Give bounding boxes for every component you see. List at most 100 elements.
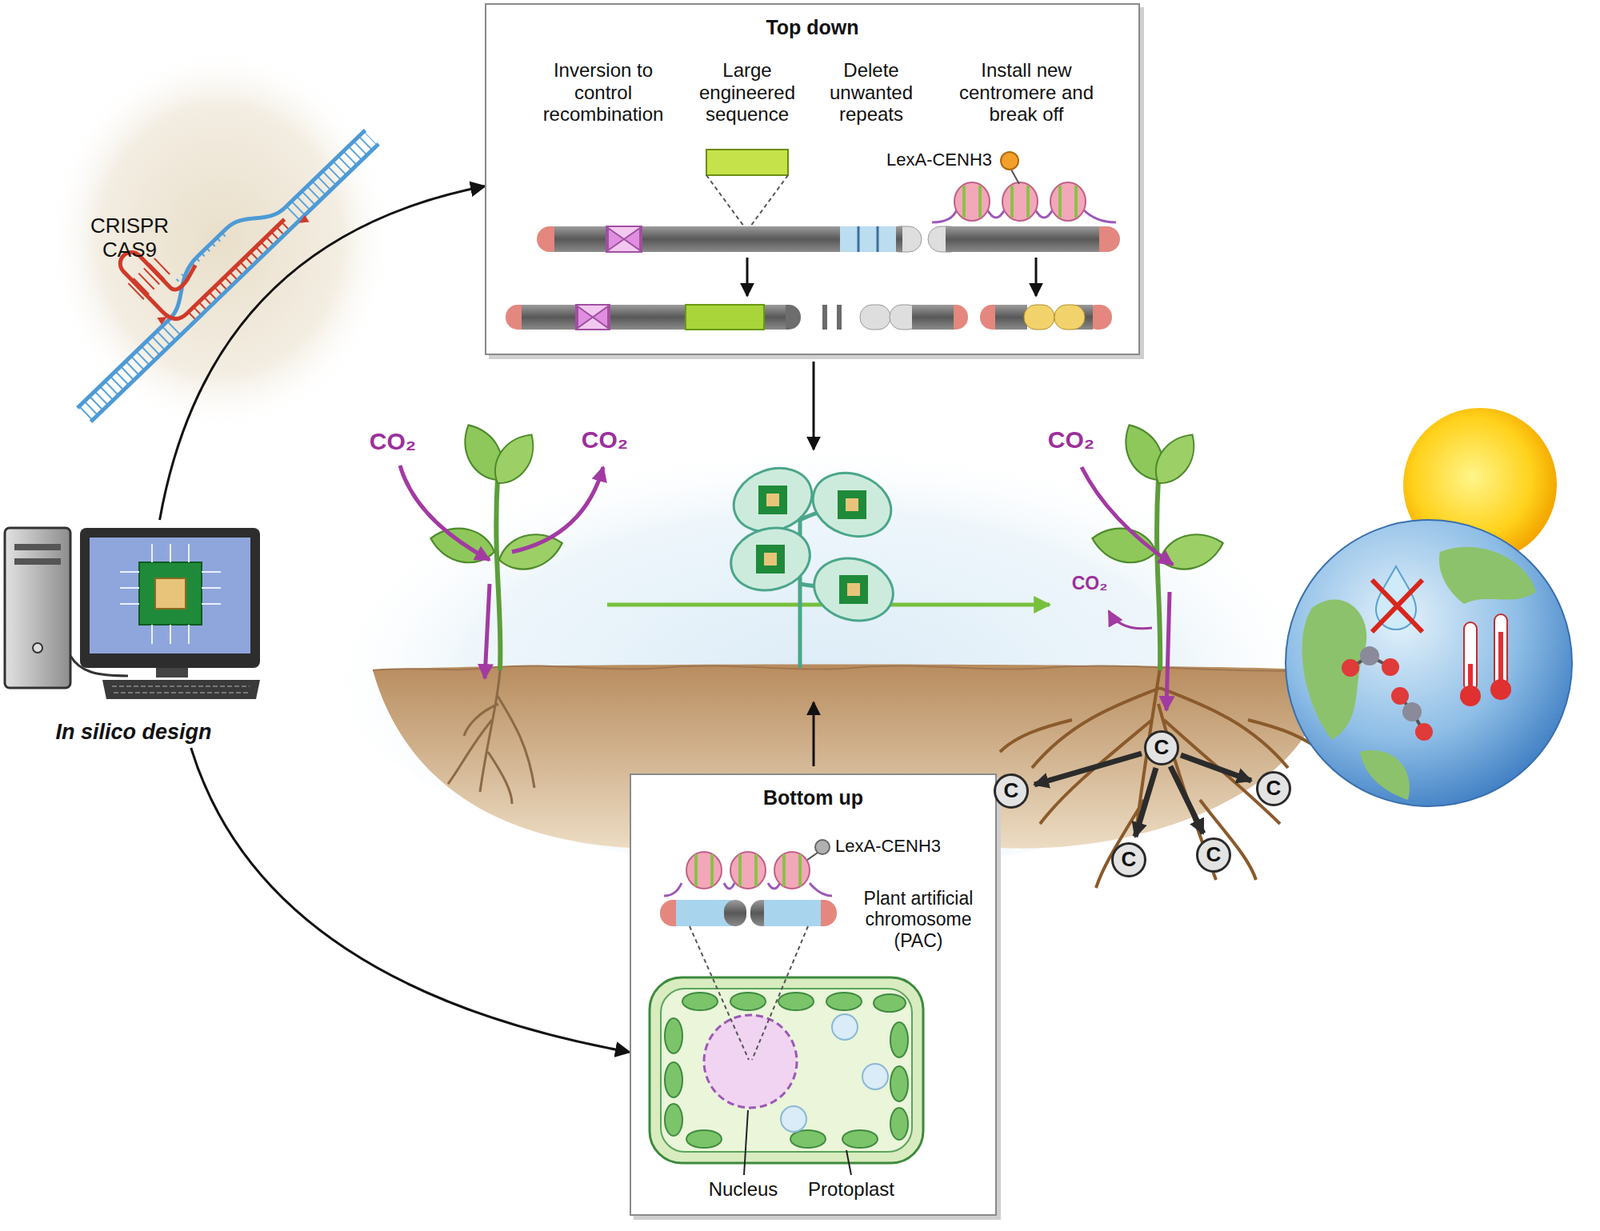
computer-icon-part (102, 680, 260, 700)
plant-left-part (484, 584, 490, 679)
tool-label: CRISPR CAS9 (77, 214, 182, 263)
computer-icon-part (156, 668, 188, 678)
sun-globe-part (1360, 750, 1410, 800)
carbon-circle: C (1144, 730, 1180, 766)
pac-cell-part (815, 840, 830, 855)
chromosome-edits-part (1011, 169, 1020, 184)
computer-icon-part (4, 528, 71, 688)
pac-cell-part-part (682, 992, 718, 1011)
flow-arrows (607, 361, 1050, 767)
pac-cell-part-part (664, 1104, 683, 1136)
pac-cell-part (730, 852, 766, 889)
step-label: Install new centromere and break off (942, 59, 1111, 126)
plant-right-part (1108, 611, 1152, 629)
chromosome-edits-part (964, 185, 1076, 218)
sun-globe-part (1460, 685, 1481, 707)
plant-right-part (1034, 753, 1142, 785)
crispr-dna-part-part (132, 265, 163, 295)
plant-left (400, 417, 604, 804)
plant-right-part (1135, 768, 1156, 837)
gas-label: CO₂ (1048, 426, 1095, 455)
pac-cell-part-part (873, 994, 906, 1012)
computer-icon-part (112, 686, 250, 693)
node-title: Bottom up (763, 786, 864, 810)
pac-cell-part-part (778, 992, 814, 1011)
pac-cell-part (804, 900, 837, 927)
plant-chip-part (837, 490, 867, 520)
plant-chip-part (766, 493, 780, 507)
plant-right-part (1156, 527, 1228, 576)
pac-cell-part-part (790, 1130, 826, 1148)
chromosome-edits-part (1024, 304, 1055, 330)
computer-icon-part (32, 643, 43, 653)
plant-right-part (1170, 766, 1204, 834)
pac-cell-part-part (664, 1018, 683, 1054)
chromosome-edits-part (836, 304, 842, 330)
panel-ground-part (484, 3, 1140, 356)
chromosome-edits-part (608, 228, 640, 251)
carbon-circle: C (1111, 842, 1147, 878)
carbon-letter: C (1154, 736, 1170, 760)
carbon-circle: C (1196, 837, 1232, 873)
pac-cell-part (696, 854, 800, 887)
plant-chip (724, 457, 900, 668)
computer-icon-part (14, 558, 61, 565)
chromosome-edits-part (1002, 182, 1038, 221)
pac-cell-part-part (890, 1022, 908, 1058)
sun-globe-part (1360, 646, 1380, 666)
pac-cell-part-part (890, 1108, 908, 1140)
computer-icon-part (155, 578, 186, 609)
pac-cell-part (686, 852, 722, 889)
panel-ground (484, 3, 1144, 1220)
pac-cell-part (660, 988, 912, 1152)
plant-chip-part (758, 485, 788, 515)
part-label: Protoplast (808, 1178, 895, 1201)
sun-globe-part (1381, 658, 1400, 676)
pac-cell-part (664, 992, 908, 1148)
pac-cell-part (774, 852, 810, 889)
panel-box: Top down (484, 3, 1140, 356)
pac-cell-part (780, 1106, 807, 1132)
plant-right-part (1156, 478, 1160, 671)
sun-globe-part (1415, 723, 1433, 741)
crispr-dna-part-part (85, 327, 176, 414)
chromosome-edits-part (1054, 304, 1085, 330)
pac-cell-part-part (664, 1062, 683, 1098)
sun-globe-part (1302, 600, 1368, 740)
sky-ground-part (372, 665, 1320, 671)
chromosome-edits-part (1035, 257, 1038, 296)
pac-cell-part (676, 900, 732, 927)
sky-ground (312, 392, 1336, 872)
pac-cell-part (649, 977, 924, 1164)
carbon-letter: C (1266, 776, 1282, 801)
plant-right-part (1180, 755, 1252, 781)
crispr-dna-part-part (192, 223, 289, 317)
sun-globe-part (1391, 687, 1409, 705)
plant-left-part (448, 670, 535, 804)
pac-cell-part-part (890, 1066, 908, 1102)
chromosome-edits-part (954, 182, 990, 221)
pac-cell-part (764, 900, 820, 927)
sky-ground-part (312, 392, 1336, 872)
plant-right-part (1146, 426, 1205, 492)
chromosome-edits-part (840, 226, 896, 252)
pac-cell-part (724, 900, 747, 927)
chromosome-edits-part (858, 226, 878, 252)
chromosome-edits-part (606, 226, 642, 252)
chromosome-edits (505, 149, 1120, 330)
chromosome-edits-part (746, 257, 749, 296)
step-label: Large engineered sequence (687, 59, 808, 126)
sun-globe-part (1498, 632, 1504, 685)
part-label: Nucleus (708, 1178, 779, 1201)
plant-chip-part (756, 544, 785, 574)
carbon-circle: C (993, 773, 1029, 809)
plant-right-part (1081, 467, 1173, 565)
chromosome-edits-part (912, 304, 954, 330)
step-label: Delete unwanted repeats (819, 59, 924, 126)
sun-globe (1285, 408, 1572, 807)
plant-chip-part (847, 583, 860, 596)
chromosome-edits-part (945, 226, 1100, 252)
chromosome-label: Plant artificial chromosome (PAC) (850, 888, 987, 952)
